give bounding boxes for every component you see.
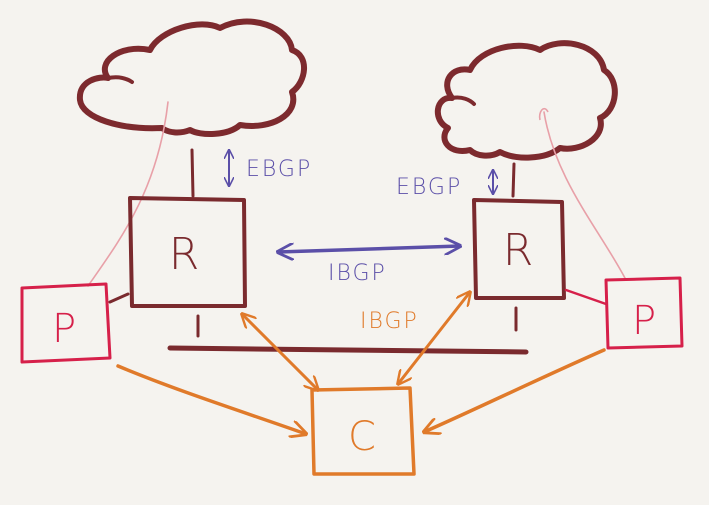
controller-box [310,386,416,476]
ebgp-left-label: EBGP [246,157,312,182]
controller-label: C [348,414,376,460]
link-cloud-left-router-left [190,148,195,198]
ibgp-routers-label: IBGP [328,261,387,286]
link-peer-right-router-right [564,288,608,306]
cloud-left-detail [106,75,134,84]
link-cloud-right-router-right [511,162,516,198]
peer-left-label: P [52,306,76,352]
router-right-label: R [503,225,534,276]
peer-left-uplink [87,101,169,287]
link-peer-left-router-left [108,292,130,304]
peer-right-label: P [632,298,656,344]
router-left-label: R [169,229,200,280]
peer-right-uplink-hook [538,107,549,121]
ibgp-controller-router-right [398,292,470,384]
cloud-right-detail [450,95,476,106]
peer-right-uplink [543,111,627,281]
router-left-box [128,196,247,308]
ebgp-right-label: EBGP [396,175,462,200]
peer-right-box [604,276,684,350]
router-right-box [472,198,566,300]
ibgp-routers-arrow [278,246,460,252]
feed-peer-left-controller [116,364,306,434]
cloud-left [76,18,307,137]
ibgp-controller-label: IBGP [360,309,419,334]
feed-peer-right-controller [424,348,606,432]
cloud-right [435,40,618,161]
ibgp-controller-router-left [242,314,318,390]
lan-bus [167,345,529,355]
peer-left-box [20,282,112,364]
